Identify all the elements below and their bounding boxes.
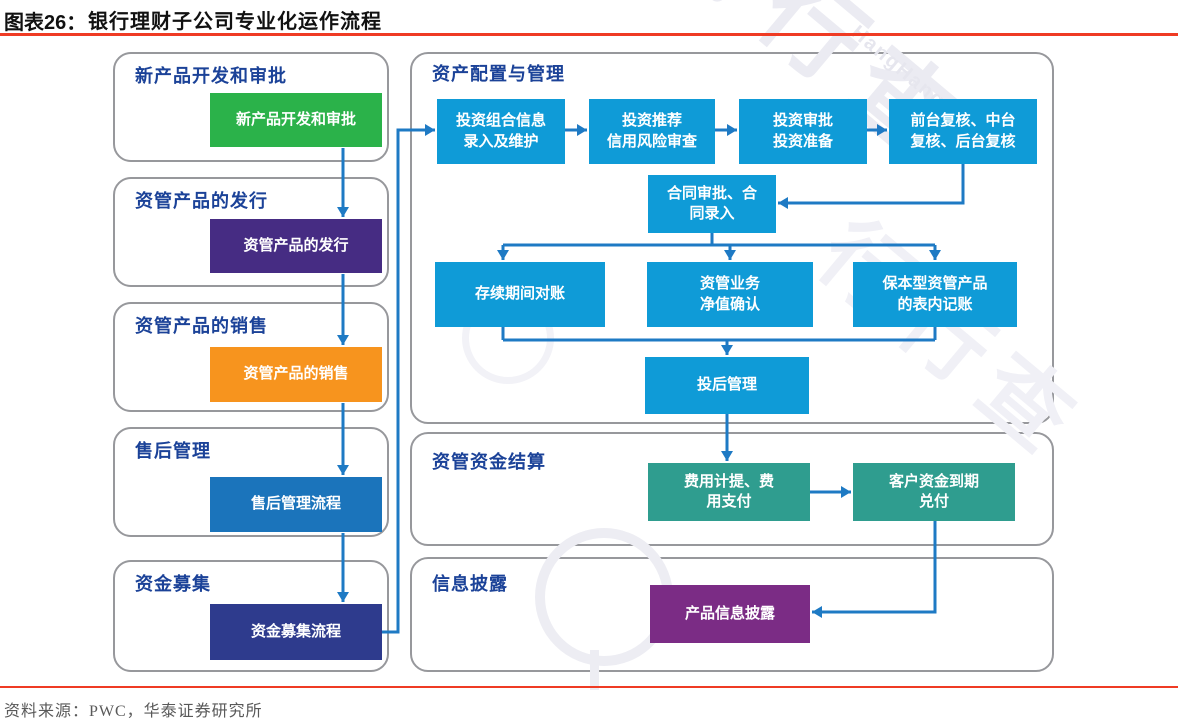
flow-box-contract-approval: 合同审批、合 同录入 (648, 175, 776, 233)
watermark-logo-stem (590, 650, 599, 690)
group-header-product-issuance: 资管产品的发行 (135, 191, 268, 211)
panel-header-fund-settlement: 资管资金结算 (432, 452, 546, 472)
footer-divider (0, 686, 1178, 688)
flow-box-after-sales-process: 售后管理流程 (210, 477, 382, 532)
group-header-product-sales: 资管产品的销售 (135, 316, 268, 336)
panel-header-asset-allocation: 资产配置与管理 (432, 64, 565, 84)
source-note: 资料来源：PWC，华泰证券研究所 (4, 703, 263, 720)
flow-box-product-issuance: 资管产品的发行 (210, 219, 382, 273)
flow-box-net-value-confirmation: 资管业务 净值确认 (647, 262, 813, 327)
flow-box-client-fund-redemption: 客户资金到期 兑付 (853, 463, 1015, 521)
group-header-new-product-dev: 新产品开发和审批 (135, 66, 287, 86)
flow-box-fund-raising-process: 资金募集流程 (210, 604, 382, 660)
flow-box-post-investment-management: 投后管理 (645, 357, 809, 414)
flow-box-product-disclosure: 产品信息披露 (650, 585, 810, 643)
flow-box-fee-accrual-payment: 费用计提、费 用支付 (648, 463, 810, 521)
group-header-fund-raising: 资金募集 (135, 574, 211, 594)
panel-header-info-disclosure: 信息披露 (432, 574, 508, 594)
flow-box-product-sales: 资管产品的销售 (210, 347, 382, 402)
group-header-after-sales: 售后管理 (135, 441, 211, 461)
flow-box-duration-reconciliation: 存续期间对账 (435, 262, 605, 327)
flow-box-principal-guaranteed-booking: 保本型资管产品 的表内记账 (853, 262, 1017, 327)
flow-box-front-middle-back-review: 前台复核、中台 复核、后台复核 (889, 99, 1037, 164)
figure-title: 银行理财子公司专业化运作流程 (88, 11, 382, 33)
figure-label: 图表26： (4, 12, 87, 34)
flow-box-investment-recommendation: 投资推荐 信用风险审查 (589, 99, 715, 164)
title-underline (0, 33, 1178, 36)
flow-box-new-product-dev: 新产品开发和审批 (210, 93, 382, 147)
flow-box-portfolio-entry: 投资组合信息 录入及维护 (437, 99, 565, 164)
flow-box-investment-approval: 投资审批 投资准备 (739, 99, 867, 164)
